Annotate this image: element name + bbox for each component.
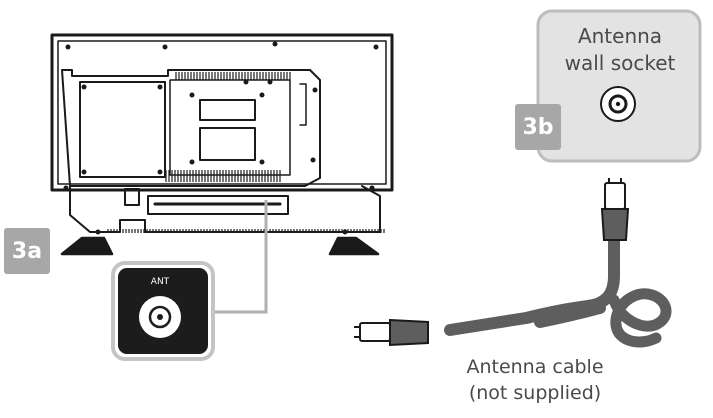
tv-vesa-plate-top — [199, 99, 256, 121]
tv-vent-top — [175, 72, 291, 80]
ant-port-socket — [148, 305, 172, 329]
step-3b-badge: 3b — [515, 104, 561, 150]
antenna-cable — [444, 232, 672, 348]
wall-socket-panel — [536, 9, 702, 163]
tv-inner-bezel — [57, 40, 387, 185]
tv-connector-strip — [147, 195, 289, 215]
tv-side-bracket — [299, 83, 307, 126]
tv-vesa-plate-bottom — [199, 127, 256, 161]
wall-socket-plate — [536, 9, 702, 163]
tv-lower-housing — [69, 185, 381, 233]
wall-socket-title-line2: wall socket — [564, 51, 676, 75]
cable-connector-left — [354, 318, 429, 347]
tv-power-socket — [124, 188, 140, 206]
wall-socket-pin — [615, 101, 621, 107]
ant-port-callout — [111, 261, 215, 361]
tv-screws — [63, 41, 379, 235]
antenna-cable-coil — [608, 288, 672, 348]
cable-connector-top — [600, 178, 630, 241]
tv-right-foot — [328, 236, 380, 256]
ant-callout-line — [212, 200, 268, 314]
tv-vent-bottom — [165, 170, 281, 182]
step-3a-badge: 3a — [4, 228, 50, 274]
cable-label-line1: Antenna cable — [466, 356, 604, 378]
tv-back — [50, 33, 394, 256]
tv-outer-frame — [50, 33, 394, 192]
tv-vent-base — [107, 229, 385, 233]
tv-back-housing — [61, 69, 321, 187]
wall-socket-title-line1: Antenna — [577, 24, 663, 48]
antenna-cable-coil-tail — [534, 302, 606, 328]
ant-port-pin — [157, 314, 163, 320]
ant-port-label: ANT — [150, 277, 170, 287]
tv-left-foot — [60, 236, 114, 256]
wall-socket-inner-ring — [608, 94, 628, 114]
tv-vents — [107, 72, 385, 233]
tv-left-panel — [79, 81, 166, 178]
cable-label-line2: (not supplied) — [468, 382, 602, 404]
